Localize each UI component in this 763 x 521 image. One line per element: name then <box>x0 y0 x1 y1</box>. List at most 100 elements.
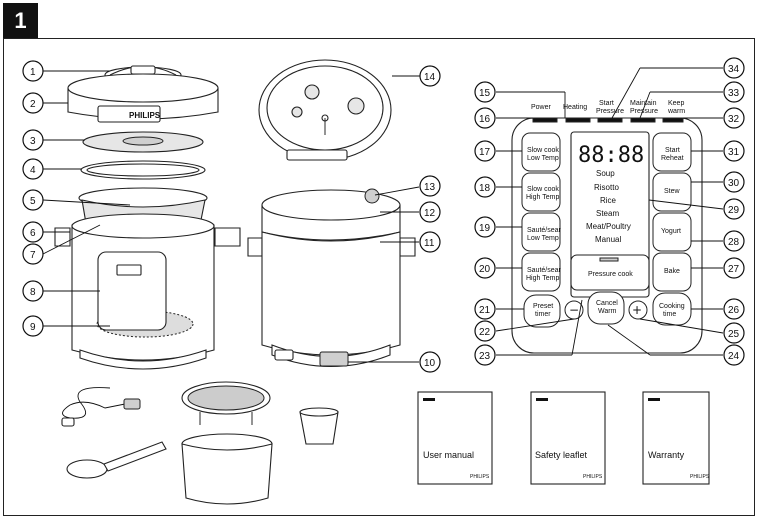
callout-19: 19 <box>474 216 496 238</box>
callout-5: 5 <box>22 189 44 211</box>
callout-17: 17 <box>474 140 496 162</box>
svg-text:16: 16 <box>479 114 491 125</box>
svg-text:30: 30 <box>728 178 740 189</box>
status-start-pressure-label-2: Pressure <box>596 108 624 115</box>
figure-border <box>3 38 755 516</box>
status-power-label: Power <box>531 104 552 111</box>
cancel-warm-label-1: Cancel <box>596 300 618 307</box>
callout-25: 25 <box>723 322 745 344</box>
callout-12: 12 <box>419 201 441 223</box>
callout-32: 32 <box>723 107 745 129</box>
svg-text:3: 3 <box>30 136 36 147</box>
inner-lid-plate <box>82 131 204 153</box>
callout-7: 7 <box>22 243 44 265</box>
svg-text:23: 23 <box>479 351 491 362</box>
svg-text:21: 21 <box>479 305 491 316</box>
bottom-button-labels: Preset timer − Cancel Warm + Cooking tim… <box>533 300 685 318</box>
callout-1: 1 <box>22 60 44 82</box>
right-button-labels: Start Reheat Stew Yogurt Bake <box>661 147 684 275</box>
document-warranty: Warranty PHILIPS <box>642 391 710 485</box>
svg-text:25: 25 <box>728 329 740 340</box>
callout-11: 11 <box>419 231 441 253</box>
callout-13: 13 <box>419 175 441 197</box>
start-reheat-label-1: Start <box>665 147 680 154</box>
callout-30: 30 <box>723 171 745 193</box>
yogurt-label: Yogurt <box>661 228 681 235</box>
cooking-time-label-2: time <box>663 311 676 318</box>
callout-24: 24 <box>723 344 745 366</box>
status-keep-warm-label-2: warm <box>667 108 685 115</box>
status-heating-label: Heating <box>563 104 587 111</box>
bake-label: Bake <box>664 268 680 275</box>
svg-text:34: 34 <box>728 64 740 75</box>
sealing-ring <box>80 160 206 180</box>
callout-15: 15 <box>474 81 496 103</box>
slow-cook-low-label-2: Low Temp <box>527 155 559 162</box>
svg-text:8: 8 <box>30 287 36 298</box>
figure-number-badge: 1 <box>3 3 38 38</box>
svg-text:9: 9 <box>30 322 36 333</box>
document-brand: PHILIPS <box>470 474 490 480</box>
display-digits: 88:88 <box>578 143 644 168</box>
status-labels: Power Heating Start Pressure Maintain Pr… <box>531 100 685 115</box>
left-button-labels: Slow cook Low Temp Slow cook High Temp S… <box>526 147 562 282</box>
slow-cook-high-label-1: Slow cook <box>527 186 559 193</box>
slow-cook-low-label-1: Slow cook <box>527 147 559 154</box>
menu-list: Soup Risotto Rice Steam Meat/Poultry Man… <box>586 169 631 244</box>
svg-text:28: 28 <box>728 237 740 248</box>
svg-text:14: 14 <box>424 72 436 83</box>
menu-item-risotto: Risotto <box>594 183 619 192</box>
rice-spoon <box>66 441 167 479</box>
document-brand: PHILIPS <box>583 474 603 480</box>
preset-timer-label-2: timer <box>535 311 551 318</box>
lid-brand-label: PHILIPS <box>129 111 161 120</box>
svg-text:15: 15 <box>479 88 491 99</box>
callout-26: 26 <box>723 298 745 320</box>
plus-symbol: + <box>632 303 642 317</box>
saute-low-label-2: Low Temp <box>527 235 559 242</box>
svg-text:17: 17 <box>479 147 491 158</box>
svg-text:26: 26 <box>728 305 740 316</box>
saute-low-label-1: Sauté/sear <box>527 227 562 234</box>
outer-lid: PHILIPS <box>67 73 219 123</box>
callout-20: 20 <box>474 257 496 279</box>
menu-item-soup: Soup <box>596 169 615 178</box>
svg-text:24: 24 <box>728 351 740 362</box>
start-reheat-label-2: Reheat <box>661 155 684 162</box>
svg-text:31: 31 <box>728 147 740 158</box>
svg-text:5: 5 <box>30 196 36 207</box>
callout-23: 23 <box>474 344 496 366</box>
callout-14: 14 <box>419 65 441 87</box>
svg-text:29: 29 <box>728 205 740 216</box>
svg-text:4: 4 <box>30 165 36 176</box>
callout-9: 9 <box>22 315 44 337</box>
callout-31: 31 <box>723 140 745 162</box>
svg-text:32: 32 <box>728 114 740 125</box>
menu-item-meat-poultry: Meat/Poultry <box>586 222 631 231</box>
svg-text:20: 20 <box>479 264 491 275</box>
callout-34: 34 <box>723 57 745 79</box>
svg-text:10: 10 <box>424 358 436 369</box>
cooking-time-label-1: Cooking <box>659 303 685 310</box>
svg-text:1: 1 <box>30 67 36 78</box>
status-maintain-pressure-label-2: Pressure <box>630 108 658 115</box>
cooker-body <box>54 213 241 370</box>
callout-2: 2 <box>22 92 44 114</box>
callout-16: 16 <box>474 107 496 129</box>
svg-text:7: 7 <box>30 250 36 261</box>
callout-22: 22 <box>474 320 496 342</box>
svg-text:33: 33 <box>728 88 740 99</box>
stew-label: Stew <box>664 188 681 195</box>
svg-text:11: 11 <box>424 238 435 249</box>
callout-3: 3 <box>22 129 44 151</box>
document-user-manual: User manual PHILIPS <box>417 391 493 485</box>
svg-text:27: 27 <box>728 264 740 275</box>
svg-text:2: 2 <box>30 99 36 110</box>
svg-text:22: 22 <box>479 327 491 338</box>
callout-18: 18 <box>474 176 496 198</box>
document-title: Warranty <box>648 450 685 460</box>
second-inner-pot <box>181 433 273 505</box>
svg-text:13: 13 <box>424 182 436 193</box>
callout-27: 27 <box>723 257 745 279</box>
